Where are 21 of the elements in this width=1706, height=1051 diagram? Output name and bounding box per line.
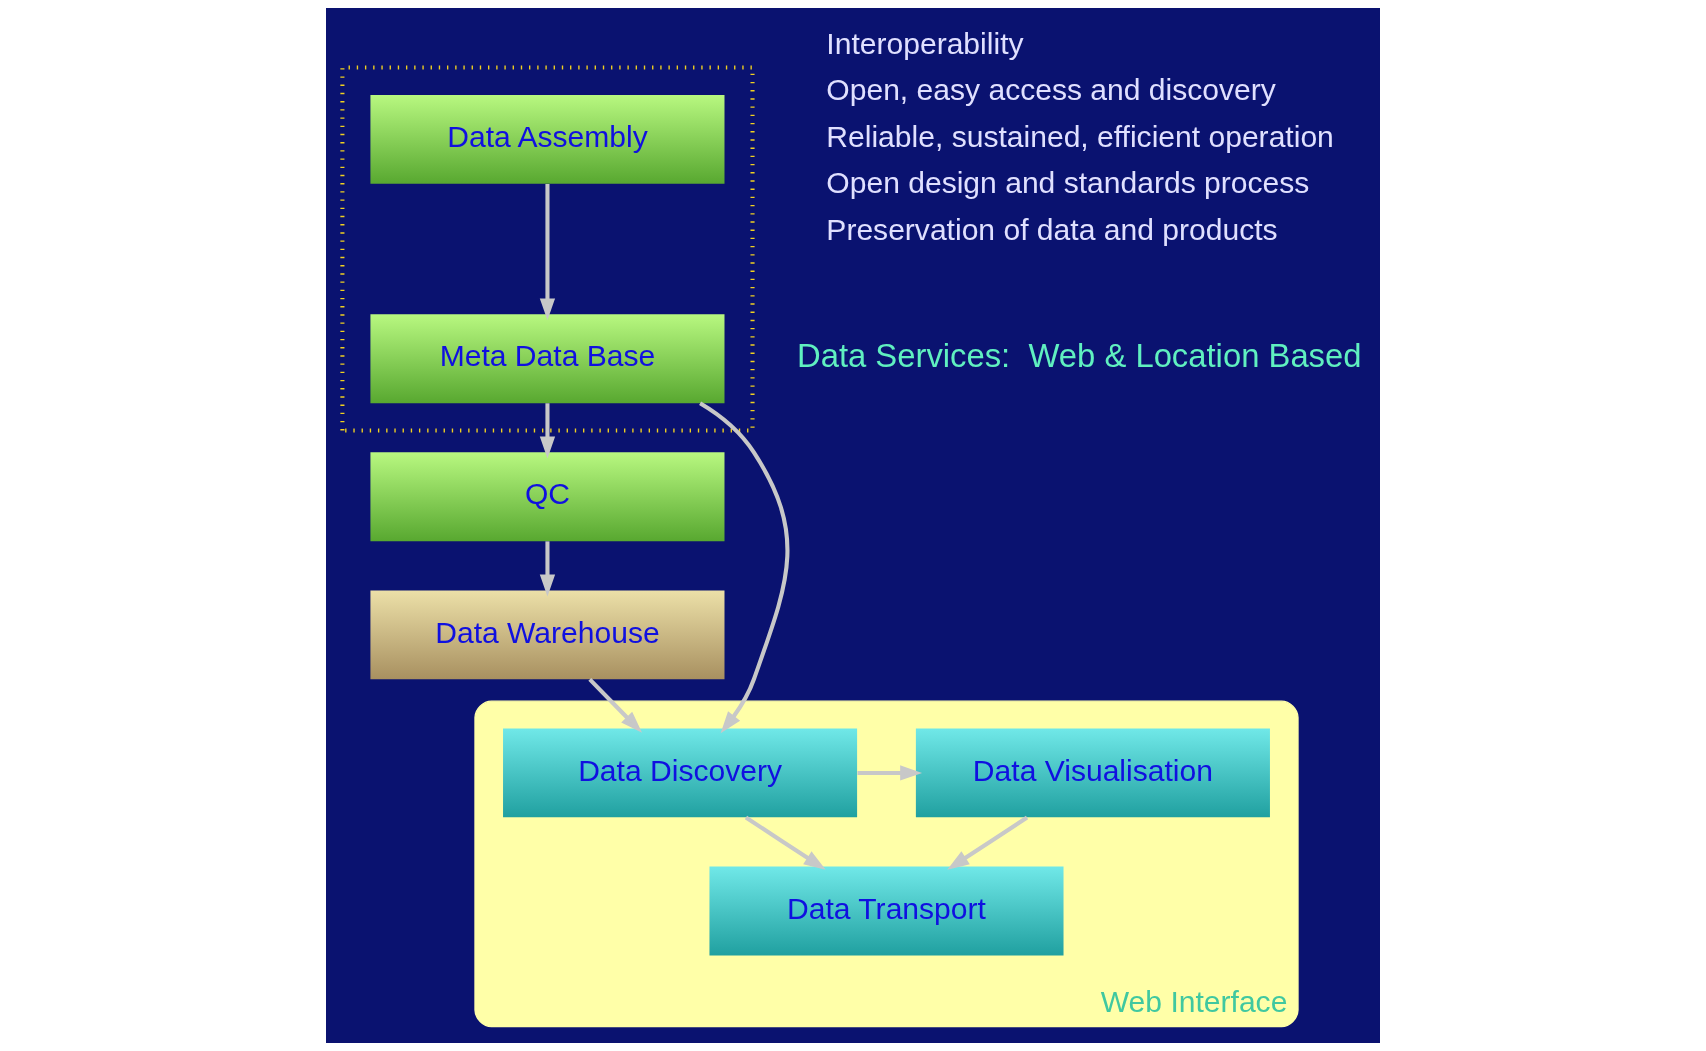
node-box: Data Transport xyxy=(709,866,1064,956)
label: Preservation of data and products xyxy=(826,212,1278,246)
arrow xyxy=(539,184,556,321)
node-box: Data Assembly xyxy=(370,94,725,184)
arrow xyxy=(539,403,556,459)
node-box: Data Warehouse xyxy=(370,590,725,680)
arrow xyxy=(744,815,826,870)
label: Data Services: Web & Location Based xyxy=(796,337,1362,375)
label: Interoperability xyxy=(826,27,1024,60)
node-box: QC xyxy=(370,452,725,542)
node-box: Meta Data Base xyxy=(370,314,725,404)
arrow xyxy=(539,541,556,597)
arrow xyxy=(699,401,790,734)
label: Open design and standards process xyxy=(826,166,1310,200)
node-box: Data Visualisation xyxy=(915,728,1270,818)
cluster xyxy=(340,65,755,433)
label: Reliable, sustained, efficient operation xyxy=(826,119,1334,153)
label: Open, easy access and discovery xyxy=(826,73,1276,107)
arrow xyxy=(947,815,1029,870)
arrow xyxy=(857,765,923,781)
node-box: Data Discovery xyxy=(503,728,858,818)
